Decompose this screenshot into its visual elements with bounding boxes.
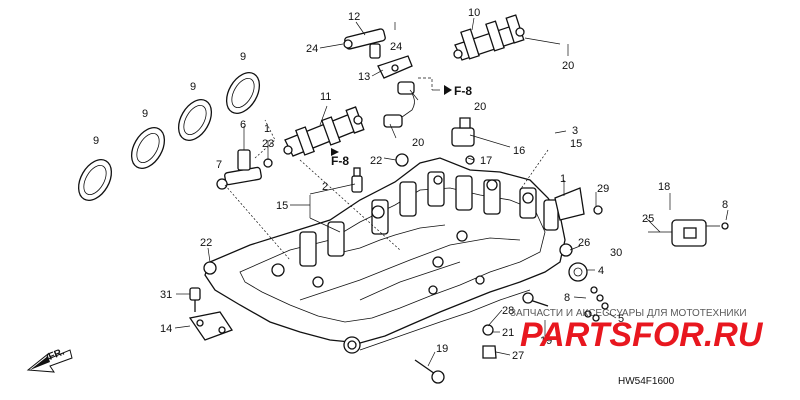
callout-25: 25 [642,213,654,225]
section-ref-f8: F-8 [454,84,472,98]
clamp-14 [188,311,233,341]
callout-22: 22 [200,237,212,249]
callout-1: 1 [264,123,270,135]
callout-21: 21 [502,327,514,339]
watermark-caption: ЗАПЧАСТИ И АКСЕССУАРЫ ДЛЯ МОТОТЕХНИКИ [510,308,747,319]
callout-29: 29 [597,183,609,195]
callout-28: 28 [502,305,514,317]
callout-17: 17 [480,155,492,167]
callout-12: 12 [348,11,360,23]
callout-9: 9 [240,51,246,63]
callout-22: 22 [370,155,382,167]
callout-24: 24 [306,43,318,55]
callout-9: 9 [190,81,196,93]
callout-9: 9 [93,135,99,147]
sensor-assembly-18 [648,219,729,247]
callout-27: 27 [512,350,524,362]
collar-22 [203,153,409,275]
main-frame [204,157,566,354]
callout-11: 11 [320,91,331,103]
section-ref-f8: F-8 [331,154,349,168]
callout-23: 23 [262,138,274,150]
callout-1: 1 [560,173,566,185]
injector [216,149,273,190]
sensor-16 [451,117,475,165]
callout-8: 8 [722,199,728,211]
callout-20: 20 [562,60,574,72]
callout-20: 20 [412,137,424,149]
bracket-13 [377,55,413,79]
callout-31: 31 [160,289,172,301]
fuel-rail-middle [283,106,365,157]
bolt-28 [522,292,549,307]
callout-6: 6 [240,119,246,131]
pipe-assembly [383,77,440,128]
callout-19: 19 [540,335,552,347]
watermark-logo: PARTSFOR.RU [520,316,764,354]
callout-26: 26 [578,237,590,249]
callout-16: 16 [513,145,525,157]
callout-8: 8 [564,292,570,304]
callout-15: 15 [276,200,288,212]
leader-lines [174,17,729,367]
bolt-31 [189,287,201,312]
callout-30: 30 [610,247,622,259]
callout-19: 19 [436,343,448,355]
front-direction-arrow: FR. [26,346,73,373]
sensor-4 [559,243,588,282]
callout-15: 15 [570,138,582,150]
chain-5 [584,286,609,322]
bolt-19-bottom [414,359,445,384]
callout-3: 3 [572,125,578,137]
callout-7: 7 [216,159,222,171]
callout-18: 18 [658,181,670,193]
section-refs: F-8 F-8 [331,84,472,168]
bracket-1 [554,187,603,221]
o-rings [77,72,261,201]
callout-13: 13 [358,71,370,83]
diagram-code: HW54F1600 [618,376,675,387]
callout-4: 4 [598,265,604,277]
watermark: ЗАПЧАСТИ И АКСЕССУАРЫ ДЛЯ МОТОТЕХНИКИ PA… [510,308,764,354]
sensor-27 [482,324,497,359]
callouts: 12 24 24 10 20 13 20 9 9 9 9 11 6 1 7 23… [93,7,728,362]
callout-24: 24 [390,41,402,53]
callout-9: 9 [142,108,148,120]
fuel-connector [343,28,386,59]
callout-2: 2 [322,181,328,193]
callout-14: 14 [160,323,172,335]
plug-2 [351,167,363,193]
callout-20: 20 [474,101,486,113]
callout-5: 5 [618,313,624,325]
callout-10: 10 [468,7,480,19]
fuel-rail-upper [453,14,561,61]
